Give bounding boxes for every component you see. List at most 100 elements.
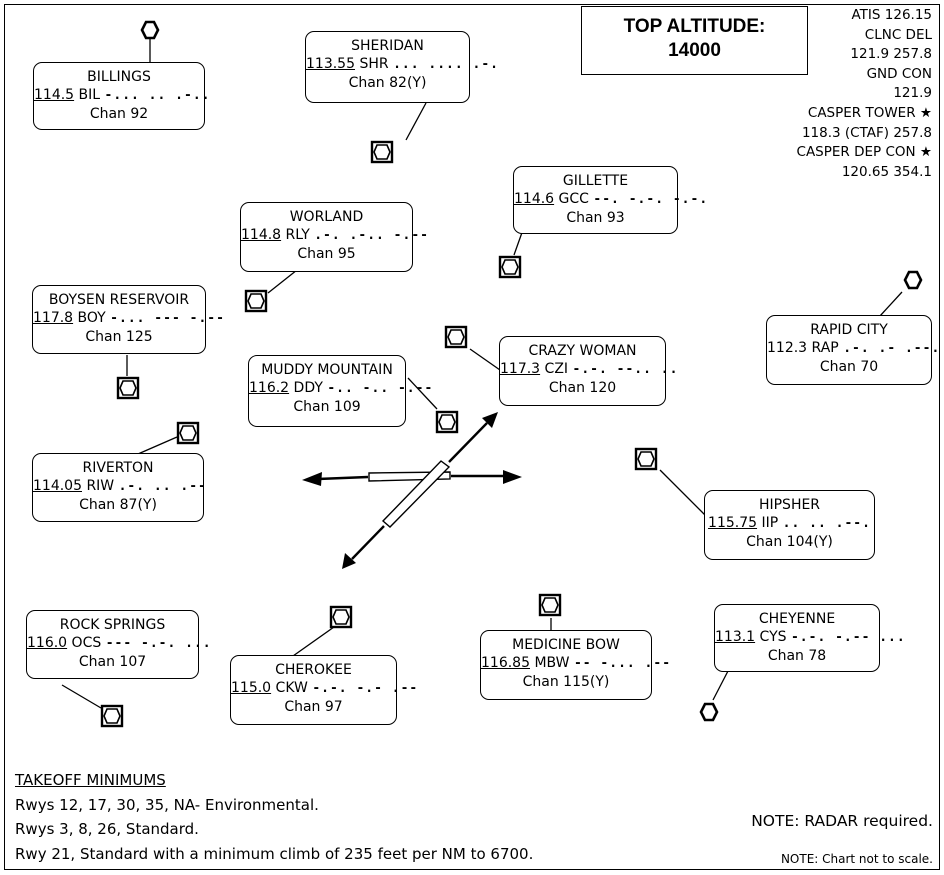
navaid-hipsher[interactable]: HIPSHER 115.75 IIP .. .. .--. Chan 104(Y… bbox=[704, 490, 875, 560]
navaid-boysen-reservoir[interactable]: BOYSEN RESERVOIR 117.8 BOY -... --- -.--… bbox=[32, 285, 224, 354]
navaid-freq: 116.85 bbox=[481, 655, 530, 671]
top-altitude-label: TOP ALTITUDE: bbox=[623, 16, 766, 37]
navaid-gillette[interactable]: GILLETTE 114.6 GCC --. -.-. -.-. Chan 93 bbox=[513, 166, 707, 234]
navaid-sheridan[interactable]: SHERIDAN 113.55 SHR ... .... .-. Chan 82… bbox=[305, 31, 498, 103]
navaid-name: CHEROKEE bbox=[275, 662, 352, 678]
morse-code: .-. .-.. -.-- bbox=[314, 228, 429, 243]
navaid-worland[interactable]: WORLAND 114.8 RLY .-. .-.. -.-- Chan 95 bbox=[240, 202, 428, 272]
navaid-name: SHERIDAN bbox=[351, 38, 424, 54]
freq-line: ATIS 126.15 bbox=[851, 7, 932, 23]
navaid-ident: BOY bbox=[77, 310, 106, 326]
navaid-freq: 117.3 bbox=[500, 361, 541, 377]
navaid-chan: Chan 107 bbox=[78, 654, 147, 670]
freq-line: 121.9 257.8 bbox=[850, 46, 932, 63]
leader-hipsher bbox=[659, 469, 706, 516]
leader-riverton bbox=[137, 436, 178, 455]
leader-muddy bbox=[407, 377, 438, 410]
freq-line: CASPER TOWER ★ bbox=[807, 104, 932, 121]
navaid-freq: 116.2 bbox=[249, 380, 290, 396]
morse-code: --- -.-. ... bbox=[105, 636, 212, 651]
navaid-cheyenne[interactable]: CHEYENNE 113.1 CYS -.-. -.-- ... Chan 78 bbox=[714, 604, 905, 672]
navaid-freq: 114.05 bbox=[33, 478, 82, 494]
airport-runways bbox=[302, 412, 522, 569]
vortac-worland-icon bbox=[244, 289, 268, 313]
vor-rapid-city-icon bbox=[903, 270, 923, 290]
navaid-name: MEDICINE BOW bbox=[512, 637, 620, 653]
takeoff-line: Rwys 12, 17, 30, 35, NA- Environmental. bbox=[15, 795, 319, 814]
takeoff-heading: TAKEOFF MINIMUMS bbox=[15, 771, 166, 789]
navaid-freq: 114.5 bbox=[34, 87, 75, 103]
navaid-crazy-woman[interactable]: CRAZY WOMAN 117.3 CZI -.-. --.. .. Chan … bbox=[499, 336, 677, 406]
navaid-muddy-mountain[interactable]: MUDDY MOUNTAIN 116.2 DDY -.. -.. -.-- Ch… bbox=[248, 355, 432, 427]
navaid-name: BILLINGS bbox=[87, 69, 151, 85]
navaid-riverton[interactable]: RIVERTON 114.05 RIW .-. .. .-- Chan 87(Y… bbox=[32, 453, 206, 522]
navaid-name: CHEYENNE bbox=[758, 611, 836, 627]
navaid-billings[interactable]: BILLINGS 114.5 BIL -... .. .-.. Chan 92 bbox=[33, 62, 209, 130]
navaid-name: ROCK SPRINGS bbox=[59, 617, 166, 633]
vortac-rock-springs-icon bbox=[100, 704, 124, 728]
top-altitude-value: 14000 bbox=[668, 40, 721, 61]
top-altitude-box: TOP ALTITUDE: 14000 bbox=[581, 6, 808, 75]
navaid-freq: 117.8 bbox=[33, 310, 74, 326]
leader-cheyenne bbox=[712, 670, 729, 701]
navaid-ident: DDY bbox=[293, 380, 323, 396]
navaid-ident: MBW bbox=[534, 655, 570, 671]
morse-code: -.-. --.. .. bbox=[572, 362, 679, 377]
morse-code: .. .. .--. bbox=[782, 516, 871, 531]
navaid-freq: 113.1 bbox=[715, 629, 756, 645]
vortac-muddy-icon bbox=[435, 410, 459, 434]
freq-line: 118.3 (CTAF) 257.8 bbox=[801, 124, 932, 141]
navaid-ident: CYS bbox=[759, 629, 787, 645]
navaid-chan: Chan 92 bbox=[89, 106, 149, 122]
navaid-medicine-bow[interactable]: MEDICINE BOW 116.85 MBW -- -... .-- Chan… bbox=[480, 630, 670, 700]
leader-rapid-city bbox=[879, 291, 903, 317]
navaid-ident: CZI bbox=[544, 361, 569, 377]
takeoff-line: Rwy 21, Standard with a minimum climb of… bbox=[15, 844, 534, 863]
navaid-rapid-city[interactable]: RAPID CITY 112.3 RAP .-. .- .--. Chan 70 bbox=[766, 315, 939, 385]
vortac-medicine-bow-icon bbox=[538, 593, 562, 617]
vor-billings-icon bbox=[140, 20, 160, 40]
freq-line: 121.9 bbox=[893, 85, 932, 102]
morse-code: -.-. -.-- ... bbox=[790, 630, 906, 645]
leader-rock-springs bbox=[61, 684, 102, 709]
vortac-crazy-woman-icon bbox=[444, 325, 468, 349]
note-radar: NOTE: RADAR required. bbox=[751, 812, 933, 830]
leader-worland bbox=[267, 269, 298, 294]
navaid-ident: RLY bbox=[285, 227, 310, 243]
morse-code: ... .... .-. bbox=[393, 57, 499, 72]
navaid-name: BOYSEN RESERVOIR bbox=[48, 292, 190, 308]
navaid-chan: Chan 78 bbox=[767, 648, 827, 664]
morse-code: .-. .- .--. bbox=[843, 341, 941, 356]
morse-code: -... --- -.-- bbox=[110, 311, 225, 326]
vortac-boysen-icon bbox=[116, 376, 140, 400]
navaid-name: CRAZY WOMAN bbox=[528, 343, 637, 359]
navaid-name: WORLAND bbox=[289, 209, 364, 225]
navaid-freq: 113.55 bbox=[306, 56, 355, 72]
vor-cheyenne-icon bbox=[699, 702, 719, 722]
navaid-cherokee[interactable]: CHEROKEE 115.0 CKW -.-. -.- .-- Chan 97 bbox=[230, 655, 417, 725]
navaid-ident: RAP bbox=[811, 340, 839, 356]
navaid-freq: 114.6 bbox=[514, 191, 555, 207]
leader-cherokee bbox=[292, 626, 335, 657]
comm-frequencies: ATIS 126.15 CLNC DEL 121.9 257.8 GND CON… bbox=[797, 6, 932, 182]
navaid-chan: Chan 104(Y) bbox=[746, 534, 833, 550]
morse-code: -... .. .-.. bbox=[104, 88, 211, 103]
navaid-rock-springs[interactable]: ROCK SPRINGS 116.0 OCS --- -.-. ... Chan… bbox=[26, 610, 211, 679]
navaid-freq: 115.0 bbox=[231, 680, 272, 696]
vortac-riverton-icon bbox=[176, 421, 200, 445]
navaid-name: GILLETTE bbox=[562, 173, 629, 189]
freq-line: CASPER DEP CON ★ bbox=[796, 144, 932, 161]
freq-line: 120.65 354.1 bbox=[841, 163, 932, 180]
navaid-ident: GCC bbox=[558, 191, 589, 207]
navaid-chan: Chan 95 bbox=[297, 246, 356, 262]
freq-line: GND CON bbox=[866, 65, 932, 82]
navaid-chan: Chan 70 bbox=[819, 359, 879, 375]
takeoff-line: Rwys 3, 8, 26, Standard. bbox=[15, 820, 199, 838]
navaid-chan: Chan 120 bbox=[548, 380, 617, 396]
morse-code: -.-. -.- .-- bbox=[312, 681, 419, 696]
navaid-name: HIPSHER bbox=[758, 497, 821, 513]
navaid-ident: OCS bbox=[71, 635, 102, 651]
navaid-chan: Chan 109 bbox=[293, 399, 361, 415]
